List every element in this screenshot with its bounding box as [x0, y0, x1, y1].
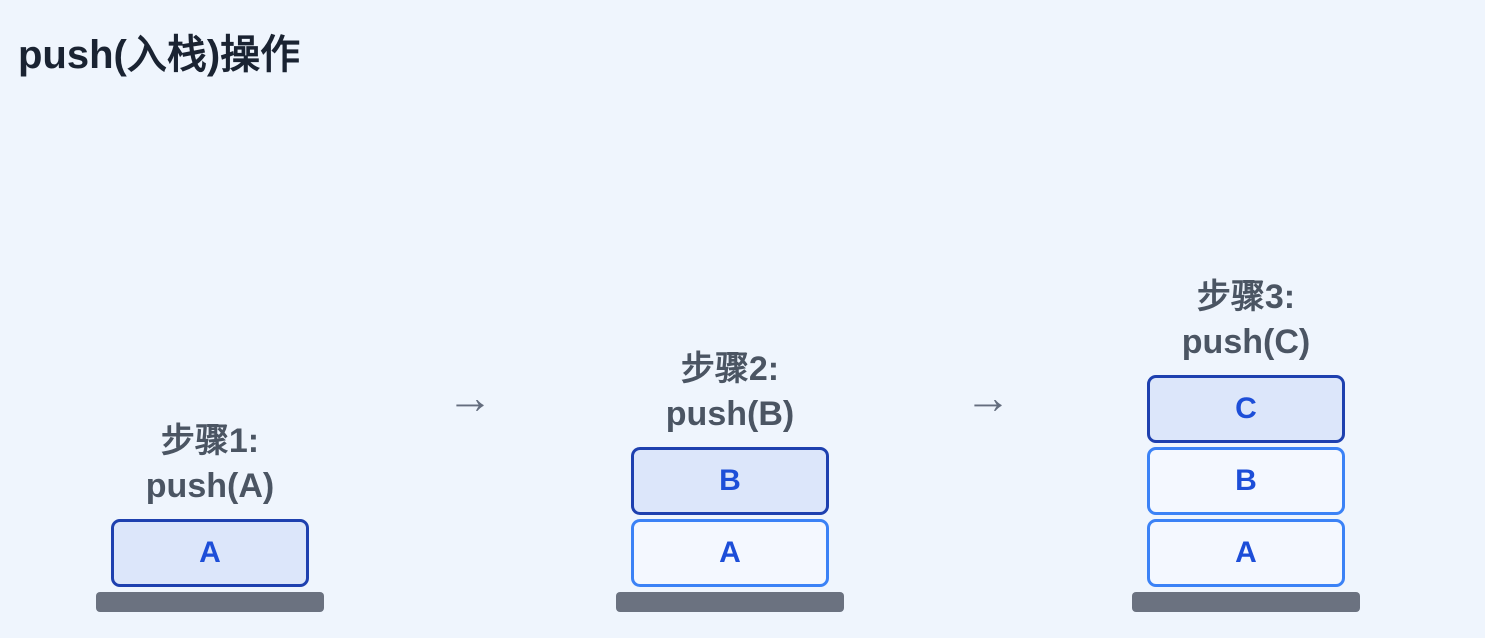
step-2-label: 步骤2: push(B) [666, 347, 794, 437]
step-2-label-line2: push(B) [665, 395, 795, 434]
stack-box-a-step3: A [1147, 519, 1345, 587]
step-1-label-line1: 步骤1: [160, 422, 260, 461]
step-group-3: 步骤3: push(C) C B A [1132, 140, 1360, 638]
step-3-label-line2: push(C) [1181, 323, 1311, 362]
stack-box-a-step1: A [111, 519, 309, 587]
step-1-stack: A [111, 519, 309, 587]
step-2-stack: B A [631, 447, 829, 587]
arrow-right-icon-1: → [447, 371, 493, 423]
stack-box-b-step2: B [631, 447, 829, 515]
step-1-label-line2: push(A) [145, 467, 275, 506]
stack-base-step3 [1132, 592, 1360, 612]
stack-base-step2 [616, 592, 844, 612]
stack-box-c-step3: C [1147, 375, 1345, 443]
stack-box-b-step3: B [1147, 447, 1345, 515]
step-3-stack: C B A [1147, 375, 1345, 587]
page-title: push(入栈)操作 [18, 33, 301, 77]
step-group-1: 步骤1: push(A) A [96, 140, 324, 638]
stack-box-a-step2: A [631, 519, 829, 587]
stack-base-step1 [96, 592, 324, 612]
step-3-label-line1: 步骤3: [1196, 278, 1296, 317]
step-1-label: 步骤1: push(A) [146, 419, 274, 509]
step-3-label: 步骤3: push(C) [1182, 275, 1310, 365]
step-group-2: 步骤2: push(B) B A [616, 140, 844, 638]
arrow-right-icon-2: → [965, 371, 1011, 423]
push-operation-diagram: 步骤1: push(A) A → 步骤2: push(B) B A → 步骤3:… [0, 140, 1485, 638]
step-2-label-line1: 步骤2: [680, 350, 780, 389]
